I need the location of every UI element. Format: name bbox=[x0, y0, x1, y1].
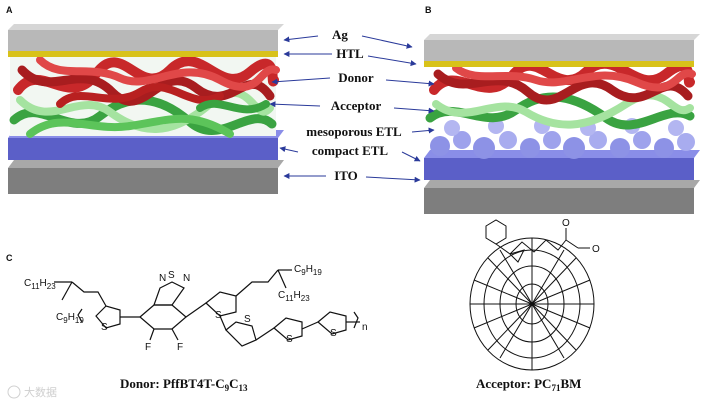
atom-s-1: S bbox=[101, 322, 108, 333]
atom-s-3: S bbox=[215, 310, 222, 321]
panel-label-a: A bbox=[6, 5, 13, 15]
watermark-text: 大数据 bbox=[24, 385, 57, 399]
htl-layer-b bbox=[424, 61, 694, 67]
device-stack-a bbox=[8, 24, 284, 194]
atom-s-6: S bbox=[330, 328, 337, 339]
atom-o-2: O bbox=[592, 244, 600, 255]
active-blend-a bbox=[10, 56, 276, 136]
label-ag: Ag bbox=[332, 27, 348, 42]
label-donor: Donor bbox=[338, 70, 374, 85]
ito-layer bbox=[8, 160, 284, 194]
label-mesoporous-etl: mesoporous ETL bbox=[306, 124, 402, 139]
ag-layer-b bbox=[424, 34, 700, 61]
label-ito: ITO bbox=[334, 168, 358, 183]
chain-c9h19-right: C9H19 bbox=[294, 264, 322, 277]
donor-molecule bbox=[54, 270, 360, 346]
chain-c11h23-right: C11H23 bbox=[278, 290, 310, 303]
label-acceptor: Acceptor bbox=[331, 98, 382, 113]
device-stack-b bbox=[424, 34, 700, 214]
layer-labels: Ag HTL Donor Acceptor mesoporous ETL com… bbox=[270, 27, 434, 183]
atom-f-2: F bbox=[177, 342, 183, 353]
atom-n-2: N bbox=[183, 273, 190, 284]
active-blend-b bbox=[430, 64, 692, 125]
repeat-n: n bbox=[362, 322, 368, 333]
atom-s-4: S bbox=[244, 314, 251, 325]
chain-c9h19-left: C9H19 bbox=[56, 312, 84, 325]
label-htl: HTL bbox=[336, 46, 364, 61]
ito-layer-b bbox=[424, 180, 700, 214]
donor-atom-labels: S N S N F F S S S S n C11H23 C9H19 C9H19… bbox=[24, 264, 368, 353]
watermark: 大数据 bbox=[8, 385, 57, 399]
label-compact-etl: compact ETL bbox=[312, 143, 389, 158]
atom-o-1: O bbox=[562, 218, 570, 229]
atom-s-5: S bbox=[286, 334, 293, 345]
donor-caption: Donor: PffBT4T-C9C13 bbox=[120, 376, 248, 393]
atom-n-1: N bbox=[159, 273, 166, 284]
acceptor-molecule bbox=[470, 220, 594, 370]
atom-s-2: S bbox=[168, 270, 175, 281]
acceptor-caption: Acceptor: PC71BM bbox=[476, 376, 581, 393]
ag-layer bbox=[8, 24, 284, 51]
chain-c11h23-left: C11H23 bbox=[24, 278, 56, 291]
atom-f-1: F bbox=[145, 342, 151, 353]
htl-layer bbox=[8, 51, 278, 57]
panel-label-b: B bbox=[425, 5, 432, 15]
panel-label-c: C bbox=[6, 253, 13, 263]
